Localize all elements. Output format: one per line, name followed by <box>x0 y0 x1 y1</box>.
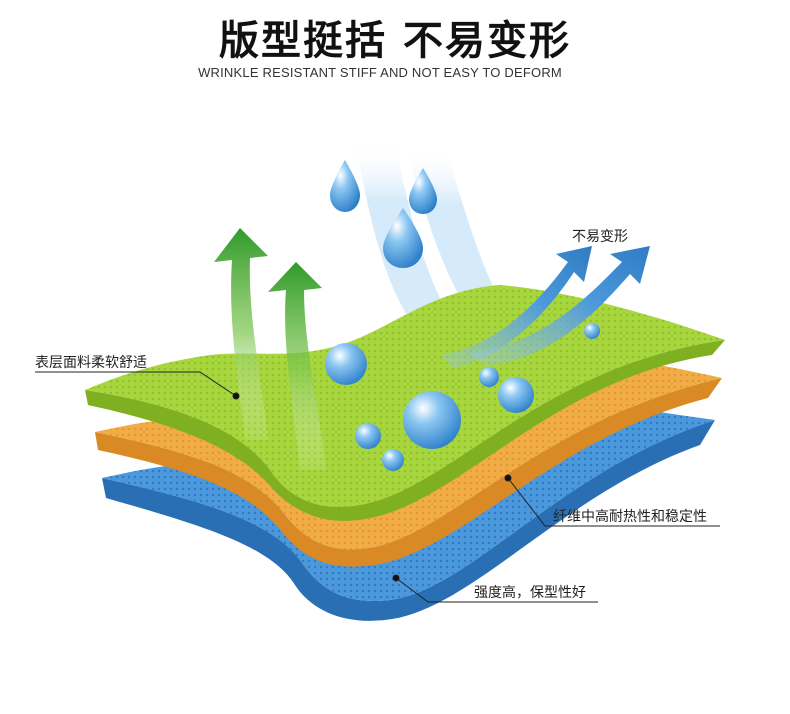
water-bead <box>479 367 499 387</box>
top-layer-label: 表层面料柔软舒适 <box>35 355 147 371</box>
middle-layer-label: 纤维中高耐热性和稳定性 <box>553 509 707 525</box>
bottom-layer-label: 强度高，保型性好 <box>474 585 586 601</box>
leader-line-bottom <box>392 574 598 603</box>
falling-droplet-2 <box>409 168 437 214</box>
falling-droplet-3 <box>383 208 423 268</box>
page-title: 版型挺括 不易变形 <box>219 18 571 64</box>
breathable-arrow-left <box>214 228 268 440</box>
deform-arrow-label: 不易变形 <box>572 229 628 245</box>
water-bead <box>584 323 600 339</box>
falling-droplet-1 <box>330 160 360 212</box>
top-fabric-layer <box>85 285 725 521</box>
breathable-arrow-right <box>268 262 326 470</box>
water-bead <box>498 377 534 413</box>
deform-arrow-back <box>440 246 592 368</box>
water-bead-large <box>403 391 461 449</box>
water-bead <box>382 449 404 471</box>
leader-line-middle <box>504 474 720 527</box>
deform-arrow-front <box>470 246 650 366</box>
leader-line-top <box>35 371 240 400</box>
water-bead <box>325 343 367 385</box>
page-subtitle: WRINKLE RESISTANT STIFF AND NOT EASY TO … <box>198 65 562 80</box>
water-bead <box>355 423 381 449</box>
